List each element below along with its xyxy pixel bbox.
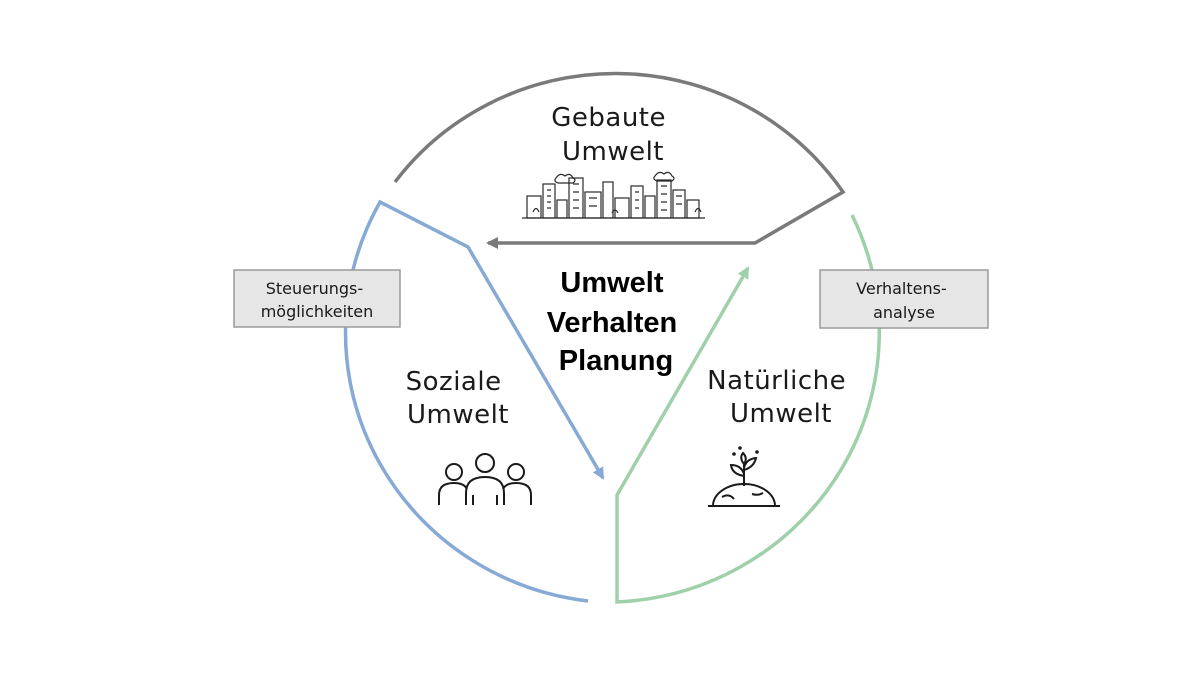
social-environment-line2: Umwelt — [407, 400, 509, 430]
behavior-analysis-line1: Verhaltens- — [856, 279, 947, 298]
center-line3: Planung — [559, 345, 673, 377]
natural-environment-line2: Umwelt — [730, 399, 832, 429]
svg-text:Steuerungs- möglichkeite: Steuerungs- möglichkeiten — [261, 279, 374, 321]
plant-globe-icon — [708, 446, 780, 507]
built-environment-line2: Umwelt — [562, 137, 664, 167]
center-line2: Verhalten — [547, 307, 678, 339]
behavior-analysis-box: Verhaltens- analyse — [819, 269, 989, 329]
social-environment-line1: Soziale — [406, 367, 502, 397]
group-people-icon — [438, 453, 532, 505]
control-options-box: Steuerungs- möglichkeiten — [233, 269, 401, 328]
built-environment-arc — [393, 71, 846, 249]
svg-text:Verhaltens- analyse: Verhaltens- analyse — [856, 279, 952, 322]
built-environment-line1: Gebaute — [551, 103, 666, 133]
natural-environment-line1: Natürliche — [707, 366, 846, 396]
control-options-line2: möglichkeiten — [261, 302, 374, 321]
behavior-analysis-line2: analyse — [873, 303, 935, 322]
center-line1: Umwelt — [560, 267, 663, 299]
social-environment-label: Soziale Umwelt — [406, 367, 511, 430]
built-environment-label: Gebaute Umwelt — [551, 103, 675, 167]
center-title: Umwelt Verhalten Planung — [547, 267, 686, 377]
city-skyline-icon — [522, 171, 705, 219]
social-environment-arc — [343, 199, 605, 603]
control-options-line1: Steuerungs- — [266, 279, 363, 298]
natural-environment-label: Natürliche Umwelt — [707, 366, 855, 429]
